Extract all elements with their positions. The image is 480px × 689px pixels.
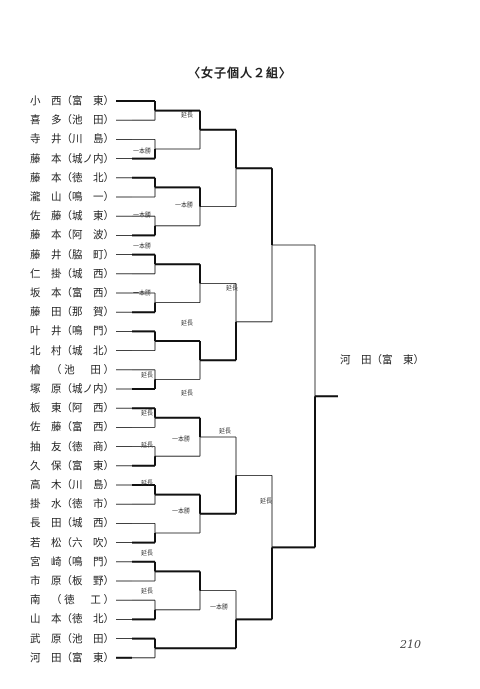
player-entry: 宮 崎（鳴 門） xyxy=(30,555,114,568)
player-entry: 若 松（六 吹） xyxy=(30,536,114,549)
champion-name: 河 田（富 東） xyxy=(340,354,424,366)
player-entry: 叶 井（鳴 門） xyxy=(30,325,114,338)
match-note: 一本勝 xyxy=(210,604,229,611)
match-note: 延長 xyxy=(141,442,154,449)
bracket-title: 〈女子個人２組〉 xyxy=(187,66,292,80)
match-note: 一本勝 xyxy=(175,202,194,209)
match-note: 延長 xyxy=(219,428,232,435)
player-entry: 藤 本（城ノ内） xyxy=(30,152,114,165)
player-entry: 掛 水（徳 市） xyxy=(30,498,114,511)
player-entry: 喜 多（池 田） xyxy=(30,114,114,127)
player-entry: 藤 井（脇 町） xyxy=(30,248,114,261)
match-note: 延長 xyxy=(141,372,154,379)
match-note: 延長 xyxy=(181,320,194,327)
player-entry: 塚 原（城ノ内） xyxy=(30,383,114,395)
match-note: 延長 xyxy=(181,390,194,397)
player-entry: 河 田（富 東） xyxy=(30,651,114,664)
player-entry: 北 村（城 北） xyxy=(30,344,114,357)
page-number: 210 xyxy=(400,638,421,651)
match-note: 一本勝 xyxy=(133,243,152,250)
match-note: 一本勝 xyxy=(172,436,191,443)
match-note: 一本勝 xyxy=(133,148,152,155)
match-note: 延長 xyxy=(260,498,273,505)
player-entry: 小 西（富 東） xyxy=(30,95,114,107)
player-entry: 仁 掛（城 西） xyxy=(30,267,114,280)
player-entry: 佐 藤（富 西） xyxy=(30,421,114,434)
match-note: 一本勝 xyxy=(172,508,191,515)
player-entry: 檜 （池 田） xyxy=(30,363,114,376)
player-entry: 板 東（阿 西） xyxy=(30,402,114,415)
match-note: 延長 xyxy=(141,410,154,417)
player-entry: 坂 本（富 西） xyxy=(30,287,114,299)
player-entry: 藤 本（阿 波） xyxy=(30,229,114,242)
player-entry: 南 （徳 工） xyxy=(30,594,114,607)
player-entry: 佐 藤（城 東） xyxy=(30,210,114,223)
match-note: 延長 xyxy=(141,480,154,487)
player-entry: 久 保（富 東） xyxy=(30,459,114,472)
player-entry: 瀧 山（鳴 一） xyxy=(30,191,114,203)
player-entry: 寺 井（川 島） xyxy=(30,133,114,146)
match-note: 一本勝 xyxy=(133,212,152,219)
player-entry: 藤 本（徳 北） xyxy=(30,171,114,184)
match-note: 延長 xyxy=(141,550,154,557)
match-note: 延長 xyxy=(181,112,194,119)
player-entry: 高 木（川 島） xyxy=(30,479,114,491)
player-entry: 武 原（池 田） xyxy=(30,632,114,645)
player-entry: 長 田（城 西） xyxy=(30,517,114,530)
player-entry: 藤 田（那 賀） xyxy=(30,306,114,319)
match-note: 延長 xyxy=(226,285,239,292)
player-entry: 抽 友（徳 商） xyxy=(30,440,114,453)
match-note: 一本勝 xyxy=(133,290,152,297)
match-note: 延長 xyxy=(141,588,154,595)
player-entry: 山 本（徳 北） xyxy=(30,613,114,626)
player-entry: 市 原（板 野） xyxy=(30,575,114,587)
